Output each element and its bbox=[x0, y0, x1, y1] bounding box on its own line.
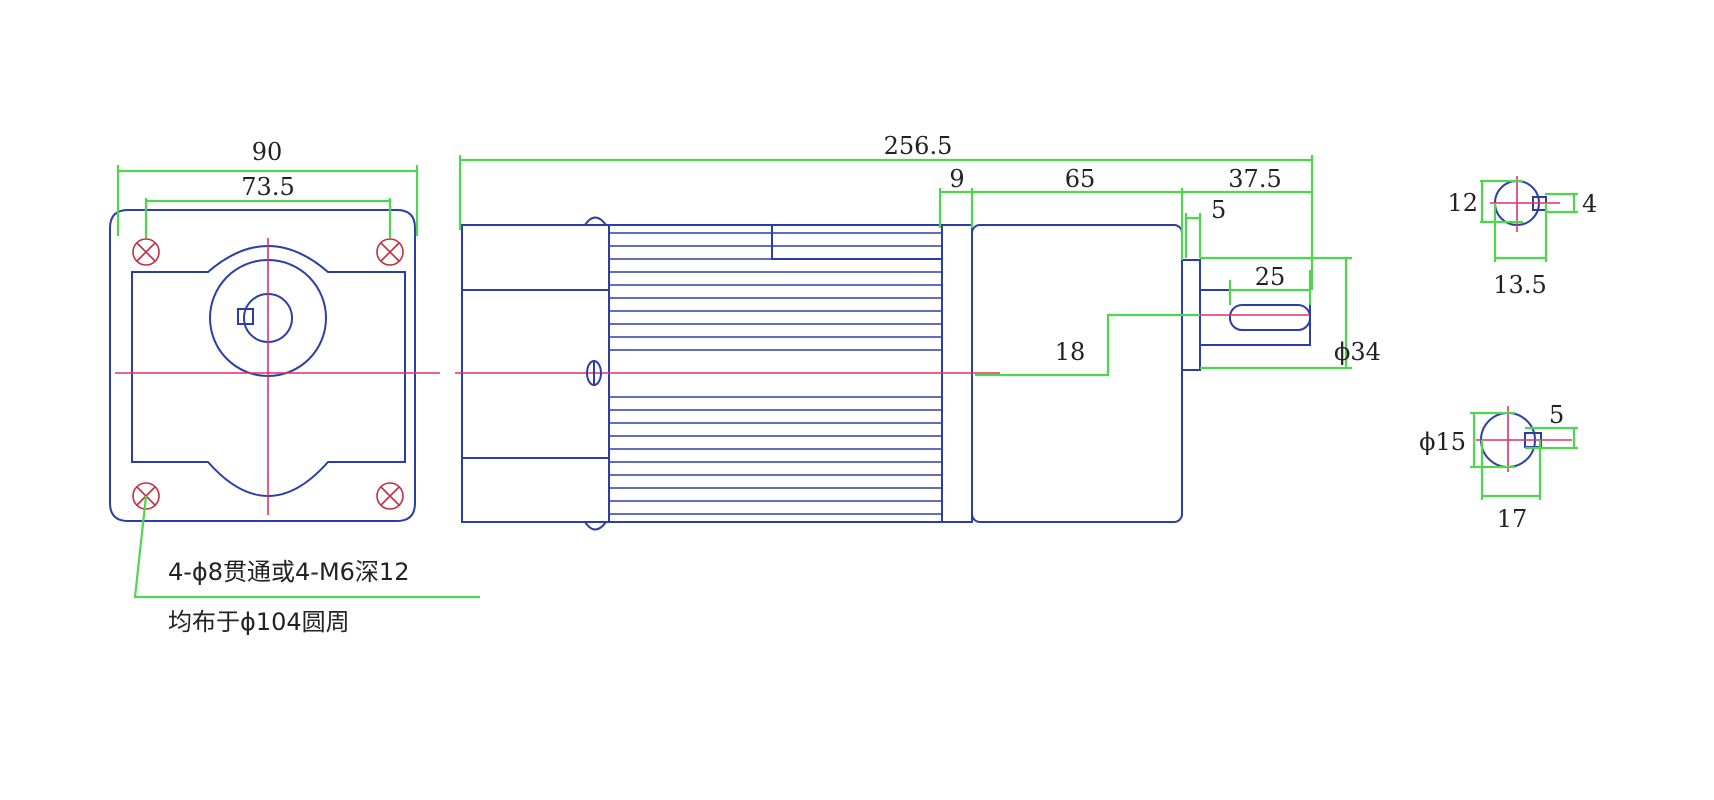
terminal-box bbox=[771, 224, 943, 260]
key-length-dimension-line bbox=[1228, 270, 1312, 305]
flange-label: 9 bbox=[949, 165, 964, 193]
shaft-section-large: ϕ15 5 17 bbox=[1419, 401, 1578, 533]
overall-length-dimension-line bbox=[458, 155, 1314, 290]
key-length-label: 25 bbox=[1255, 263, 1286, 291]
width-dimension-line bbox=[116, 165, 419, 236]
large-section-dimension-lines bbox=[1470, 411, 1578, 500]
small-section-key-label: 4 bbox=[1582, 190, 1597, 218]
small-section-dimension-lines bbox=[1480, 179, 1578, 262]
large-section-key-label: 5 bbox=[1549, 401, 1564, 429]
mounting-hole-tr bbox=[376, 238, 404, 266]
gearbox-label: 65 bbox=[1065, 165, 1096, 193]
hole-note-line1: 4-ϕ8贯通或4-M6深12 bbox=[168, 558, 409, 586]
shaft-offset-label: 18 bbox=[1055, 338, 1086, 366]
output-shaft bbox=[1199, 289, 1311, 346]
hole-spacing-label: 73.5 bbox=[241, 173, 294, 201]
boss-diameter-dimension-line bbox=[1200, 256, 1352, 370]
center-mark-icon bbox=[586, 360, 602, 386]
side-view: 256.5 9 65 37.5 5 25 18 ϕ34 bbox=[455, 132, 1381, 531]
shaft-shoulder-dimension-line bbox=[1184, 213, 1202, 258]
shaft-key bbox=[237, 308, 254, 325]
front-flange-outline bbox=[109, 209, 416, 522]
hole-spacing-dimension-line bbox=[144, 198, 392, 238]
front-view: 90 73.5 4-ϕ8贯通或4-M6深12 均布于ϕ104圆周 bbox=[109, 138, 480, 636]
hole-note-line2: 均布于ϕ104圆周 bbox=[168, 608, 350, 636]
mounting-hole-br bbox=[376, 482, 404, 510]
mounting-hole-tl bbox=[132, 238, 160, 266]
large-section-width-label: 17 bbox=[1497, 505, 1528, 533]
shaft-shoulder-label: 5 bbox=[1211, 196, 1226, 224]
shaft-offset-dimension-line bbox=[975, 313, 1200, 377]
gearbox-housing bbox=[971, 224, 1183, 523]
flange-dimension-line bbox=[938, 188, 1312, 228]
overall-length-label: 256.5 bbox=[884, 132, 953, 160]
large-section-diameter-label: ϕ15 bbox=[1419, 428, 1466, 456]
hole-note-leader bbox=[133, 495, 480, 599]
width-label: 90 bbox=[252, 138, 283, 166]
small-section-width-label: 13.5 bbox=[1493, 271, 1546, 299]
front-inner-contour bbox=[131, 245, 406, 497]
shaft-keyway bbox=[1229, 304, 1311, 331]
shaft-length-label: 37.5 bbox=[1228, 165, 1281, 193]
small-section-height-label: 12 bbox=[1447, 189, 1478, 217]
boss-diameter-label: ϕ34 bbox=[1334, 338, 1381, 366]
shaft-section-small: 12 4 13.5 bbox=[1447, 176, 1597, 299]
